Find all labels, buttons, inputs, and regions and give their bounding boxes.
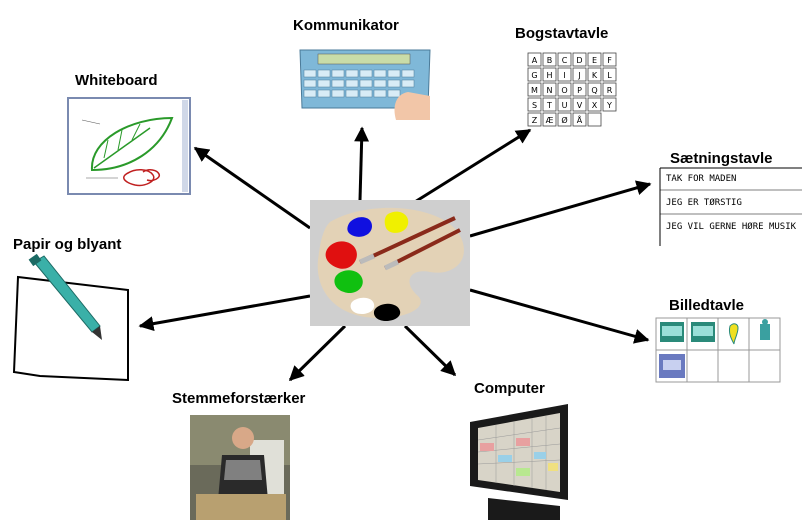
letter-cell: [572, 112, 587, 127]
paint-green: [334, 270, 363, 294]
arrow-to-saetningstavle: [469, 180, 652, 238]
arrow-to-computer: [403, 324, 457, 377]
letter-cell: [527, 67, 542, 82]
letter-cell: [557, 112, 572, 127]
letter-label: O: [561, 86, 567, 95]
paint-white: [350, 297, 375, 314]
letter-label: K: [592, 71, 598, 80]
letter-label: D: [576, 56, 582, 65]
arrow-to-bogstavtavle: [409, 128, 532, 207]
letter-label: Q: [591, 86, 597, 95]
sentence-board: TAK FOR MADEN JEG ER TØRSTIG JEG VIL GER…: [659, 167, 802, 246]
paint-black: [373, 303, 401, 321]
letter-label: C: [562, 56, 568, 65]
picture-board: [655, 317, 781, 383]
label-computer: Computer: [474, 380, 545, 397]
letter-label: T: [546, 101, 552, 110]
arrow-to-papir: [138, 294, 311, 332]
letter-label: L: [607, 71, 612, 80]
letter-label: N: [547, 86, 553, 95]
letter-cell: [542, 52, 557, 67]
voice-amplifier-photo: [190, 415, 290, 520]
paint-palette: [310, 200, 470, 326]
letter-cell: [587, 112, 602, 127]
label-whiteboard: Whiteboard: [75, 72, 158, 89]
letter-label: U: [562, 101, 568, 110]
letter-cell: [602, 67, 617, 82]
label-kommunikator: Kommunikator: [293, 17, 399, 34]
letter-label: X: [592, 101, 598, 110]
arrow-to-billedtavle: [469, 288, 650, 344]
letter-label: H: [546, 71, 552, 80]
sentence-3: JEG VIL GERNE HØRE MUSIK: [666, 221, 797, 232]
letter-label: Z: [532, 116, 538, 125]
letter-cell: [557, 82, 572, 97]
letter-cell: [572, 97, 587, 112]
letter-label: E: [592, 56, 597, 65]
letter-cell: [587, 82, 602, 97]
sentence-2: JEG ER TØRSTIG: [666, 197, 742, 208]
letter-cell: [587, 97, 602, 112]
letter-cell: [542, 97, 557, 112]
letter-cell: [587, 67, 602, 82]
letter-label: Æ: [546, 116, 554, 125]
computer-monitor: [470, 404, 568, 520]
letter-cell: [527, 52, 542, 67]
arrow-to-whiteboard: [193, 146, 311, 230]
letter-cell: [602, 52, 617, 67]
label-billedtavle: Billedtavle: [669, 297, 744, 314]
letter-cell: [542, 82, 557, 97]
letter-cell: [542, 112, 557, 127]
letter-cell: [557, 52, 572, 67]
letter-cell: [602, 82, 617, 97]
arrow-to-stemmeforstaerker: [288, 324, 347, 382]
label-papir: Papir og blyant: [13, 236, 121, 253]
letter-label: R: [607, 86, 613, 95]
letter-label: P: [577, 86, 582, 95]
letter-cell: [572, 52, 587, 67]
letter-cell: [527, 112, 542, 127]
letter-cell: [587, 52, 602, 67]
paint-red: [325, 241, 357, 269]
letter-cell: [557, 97, 572, 112]
letter-cell: [602, 97, 617, 112]
label-saetningstavle: Sætningstavle: [670, 150, 773, 167]
letter-label: B: [547, 56, 553, 65]
letter-label: J: [577, 71, 580, 80]
letter-label: I: [563, 71, 565, 80]
letter-cell: [572, 82, 587, 97]
sentence-1: TAK FOR MADEN: [666, 174, 736, 184]
letter-label: A: [532, 56, 538, 65]
letter-label: F: [607, 56, 612, 65]
letter-cell: [527, 82, 542, 97]
paint-yellow: [384, 211, 409, 233]
letter-label: Y: [606, 101, 612, 110]
paper-and-pen: [12, 253, 129, 382]
letter-cell: [557, 67, 572, 82]
letter-label: M: [531, 86, 538, 95]
letter-cell: [542, 67, 557, 82]
letter-label: G: [531, 71, 537, 80]
letter-cell: [527, 97, 542, 112]
letter-label: Å: [577, 114, 583, 125]
paint-blue: [347, 217, 372, 237]
brush-1: [359, 216, 456, 264]
letter-label: V: [577, 101, 583, 110]
arrows: [138, 126, 652, 382]
label-bogstavtavle: Bogstavtavle: [515, 25, 608, 42]
arrow-to-kommunikator: [354, 126, 370, 201]
letter-label: S: [532, 101, 537, 110]
whiteboard-image: [67, 97, 191, 195]
letter-cell: [572, 67, 587, 82]
kommunikator-device: [299, 49, 431, 120]
label-stemmeforstaerker: Stemmeforstærker: [172, 390, 306, 407]
letter-label: Ø: [561, 115, 567, 125]
